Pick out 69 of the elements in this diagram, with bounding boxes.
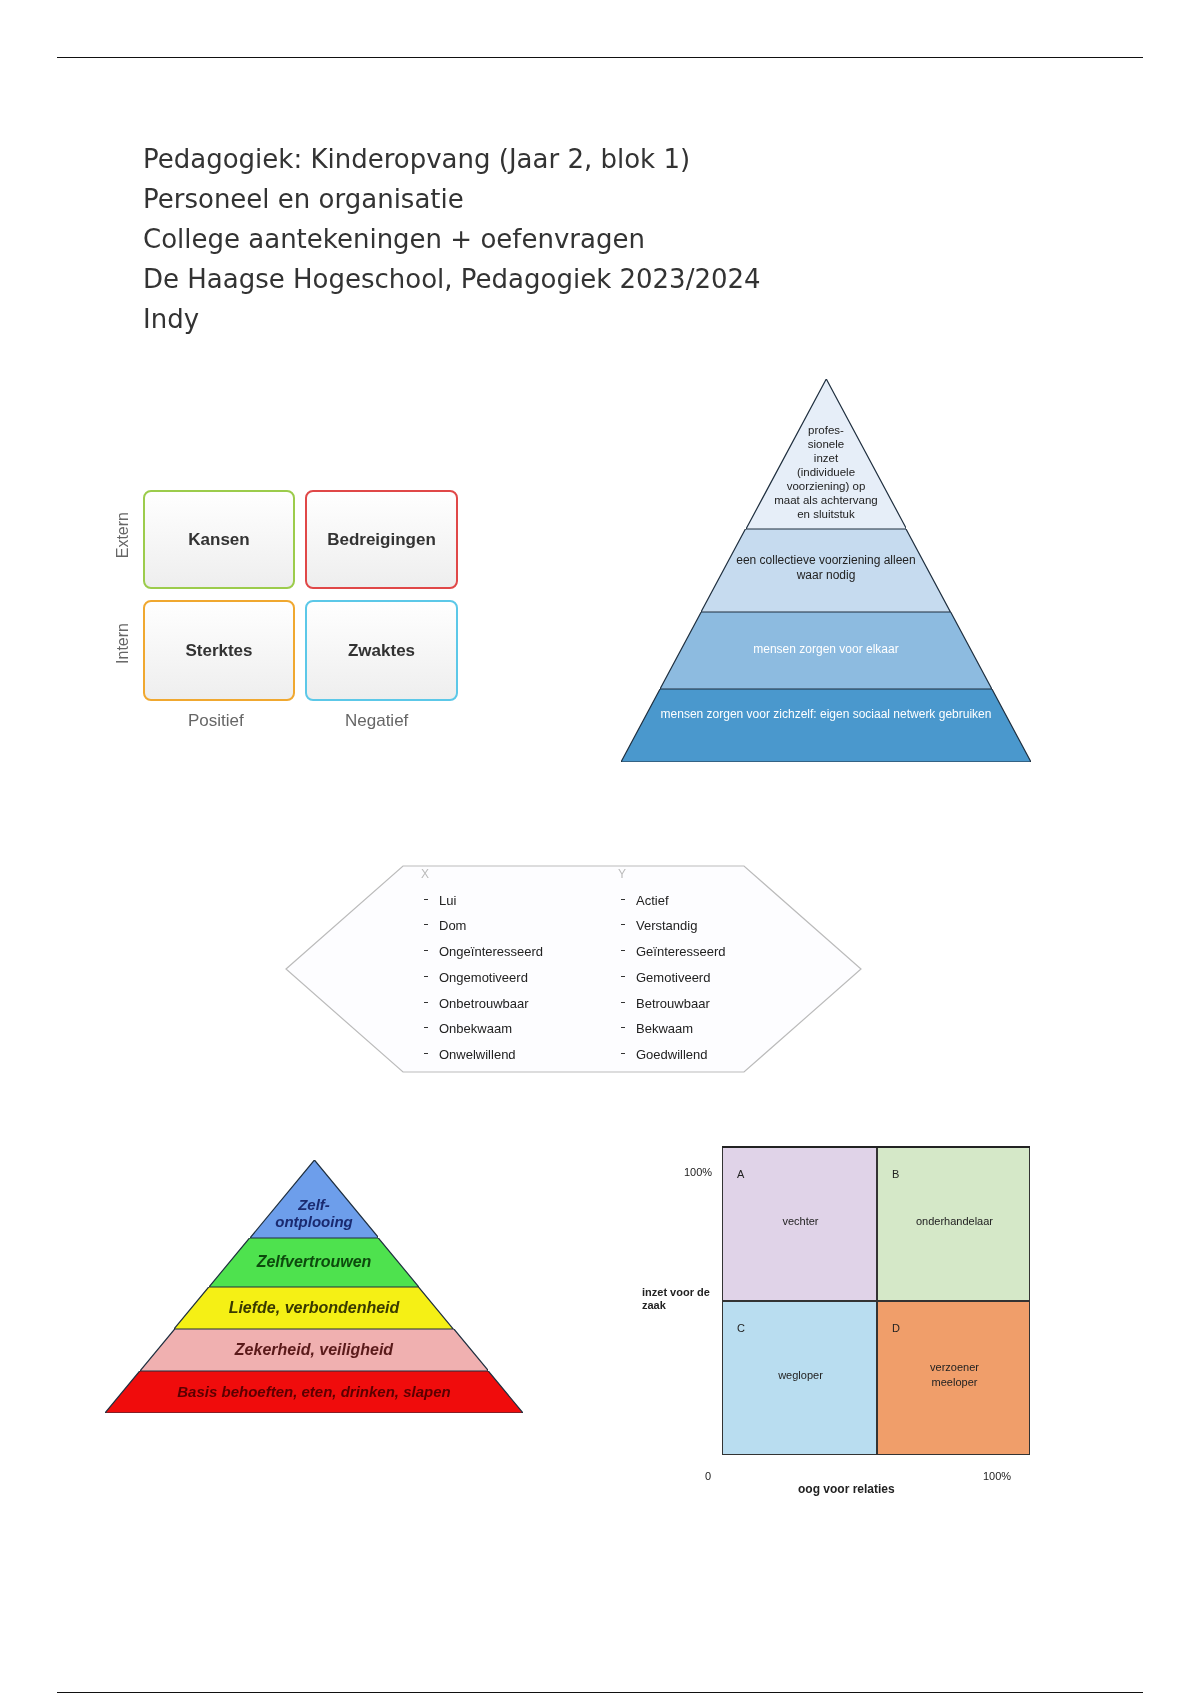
level-label: Zelf- ontplooing [275,1196,353,1230]
quadrant-letter: A [737,1168,745,1180]
level-label: Zelfvertrouwen [256,1253,372,1270]
list-item: Geïnteresseerd [636,944,726,960]
column-heading: Y [618,867,626,881]
level-label: Zekerheid, veiligheid [234,1341,394,1358]
pyramid-level [701,529,951,612]
quadrant-label: onderhandelaar [914,1214,995,1229]
level-label: Liefde, verbondenheid [228,1299,400,1316]
list-item: Ongemotiveerd [439,969,528,985]
pyramid-level [139,1329,489,1371]
subtitle: De Haagse Hogeschool, Pedagogiek 2023/2024 [143,264,761,294]
list-item: Bekwaam [636,1021,694,1037]
subtitle: College aantekeningen + oefenvragen [143,224,645,254]
level-label: Basis behoeften, eten, drinken, slapen [177,1383,451,1400]
quadrant-label: verzoener meeloper [929,1360,980,1390]
quadrant-cell [877,1301,1030,1455]
axis-label: Extern [114,512,132,559]
list-item: Goedwillend [636,1046,708,1062]
level-label: profes- sionele inzet (individuele voorziening) op maat als achtervang en sluitstuk [774,424,878,520]
quadrant-card [143,490,295,589]
pyramid-level [105,1371,523,1413]
level-label: mensen zorgen voor elkaar [753,642,899,656]
card-label: Kansen [188,529,250,550]
list-item: Onbetrouwbaar [439,995,529,1011]
list-item: Ongeïnteresseerd [439,944,544,960]
quadrant-card [305,600,458,701]
level-label: een collectieve voorziening alleen waar nodig [736,553,916,582]
list-item: Betrouwbaar [636,995,710,1011]
quadrant-letter: D [892,1322,900,1334]
card-label: Zwaktes [347,640,416,661]
author-name: Indy [143,304,200,334]
tick-label: 0 [705,1470,712,1482]
pyramid-level [745,379,907,529]
pyramid-level [174,1287,454,1329]
level-label: mensen zorgen voor zichzelf: eigen sociaal netwerk gebruiken [660,707,992,721]
tick-label: 100% [983,1470,1012,1482]
pyramid-level [249,1160,379,1238]
list-item: Onbekwaam [439,1021,512,1037]
axis-label: Negatief [345,711,409,731]
quadrant-letter: C [737,1322,745,1334]
quadrant-cell [722,1301,877,1455]
card-label: Sterktes [185,640,253,661]
list-item: Actief [636,892,669,908]
pyramid-level [660,612,992,689]
title: Pedagogiek: Kinderopvang (Jaar 2, blok 1) [143,144,691,174]
list-item: Verstandig [636,918,698,934]
subtitle: Personeel en organisatie [143,184,464,214]
pyramid-level [621,689,1031,762]
quadrant-card [143,600,295,701]
axis-label: Intern [114,623,132,664]
list-item: Onwelwillend [439,1046,516,1062]
column-heading: X [421,867,429,881]
axis-title: oog voor relaties [798,1482,895,1496]
pyramid-level [209,1238,419,1287]
tick-label: 100% [684,1166,713,1178]
quadrant-cell [722,1147,877,1301]
quadrant-cell [877,1147,1030,1301]
list-item: Dom [439,918,467,934]
axis-title: inzet voor de zaak [642,1286,711,1312]
card-label: Bedreigingen [327,529,436,550]
quadrant-label: vechter [781,1214,820,1229]
hexagon-panel [285,865,862,1073]
axis-label: Positief [188,711,244,731]
list-item: Gemotiveerd [636,969,711,985]
quadrant-letter: B [892,1168,900,1180]
list-item: Lui [439,892,457,908]
quadrant-label: wegloper [777,1368,824,1383]
quadrant-card [305,490,458,589]
